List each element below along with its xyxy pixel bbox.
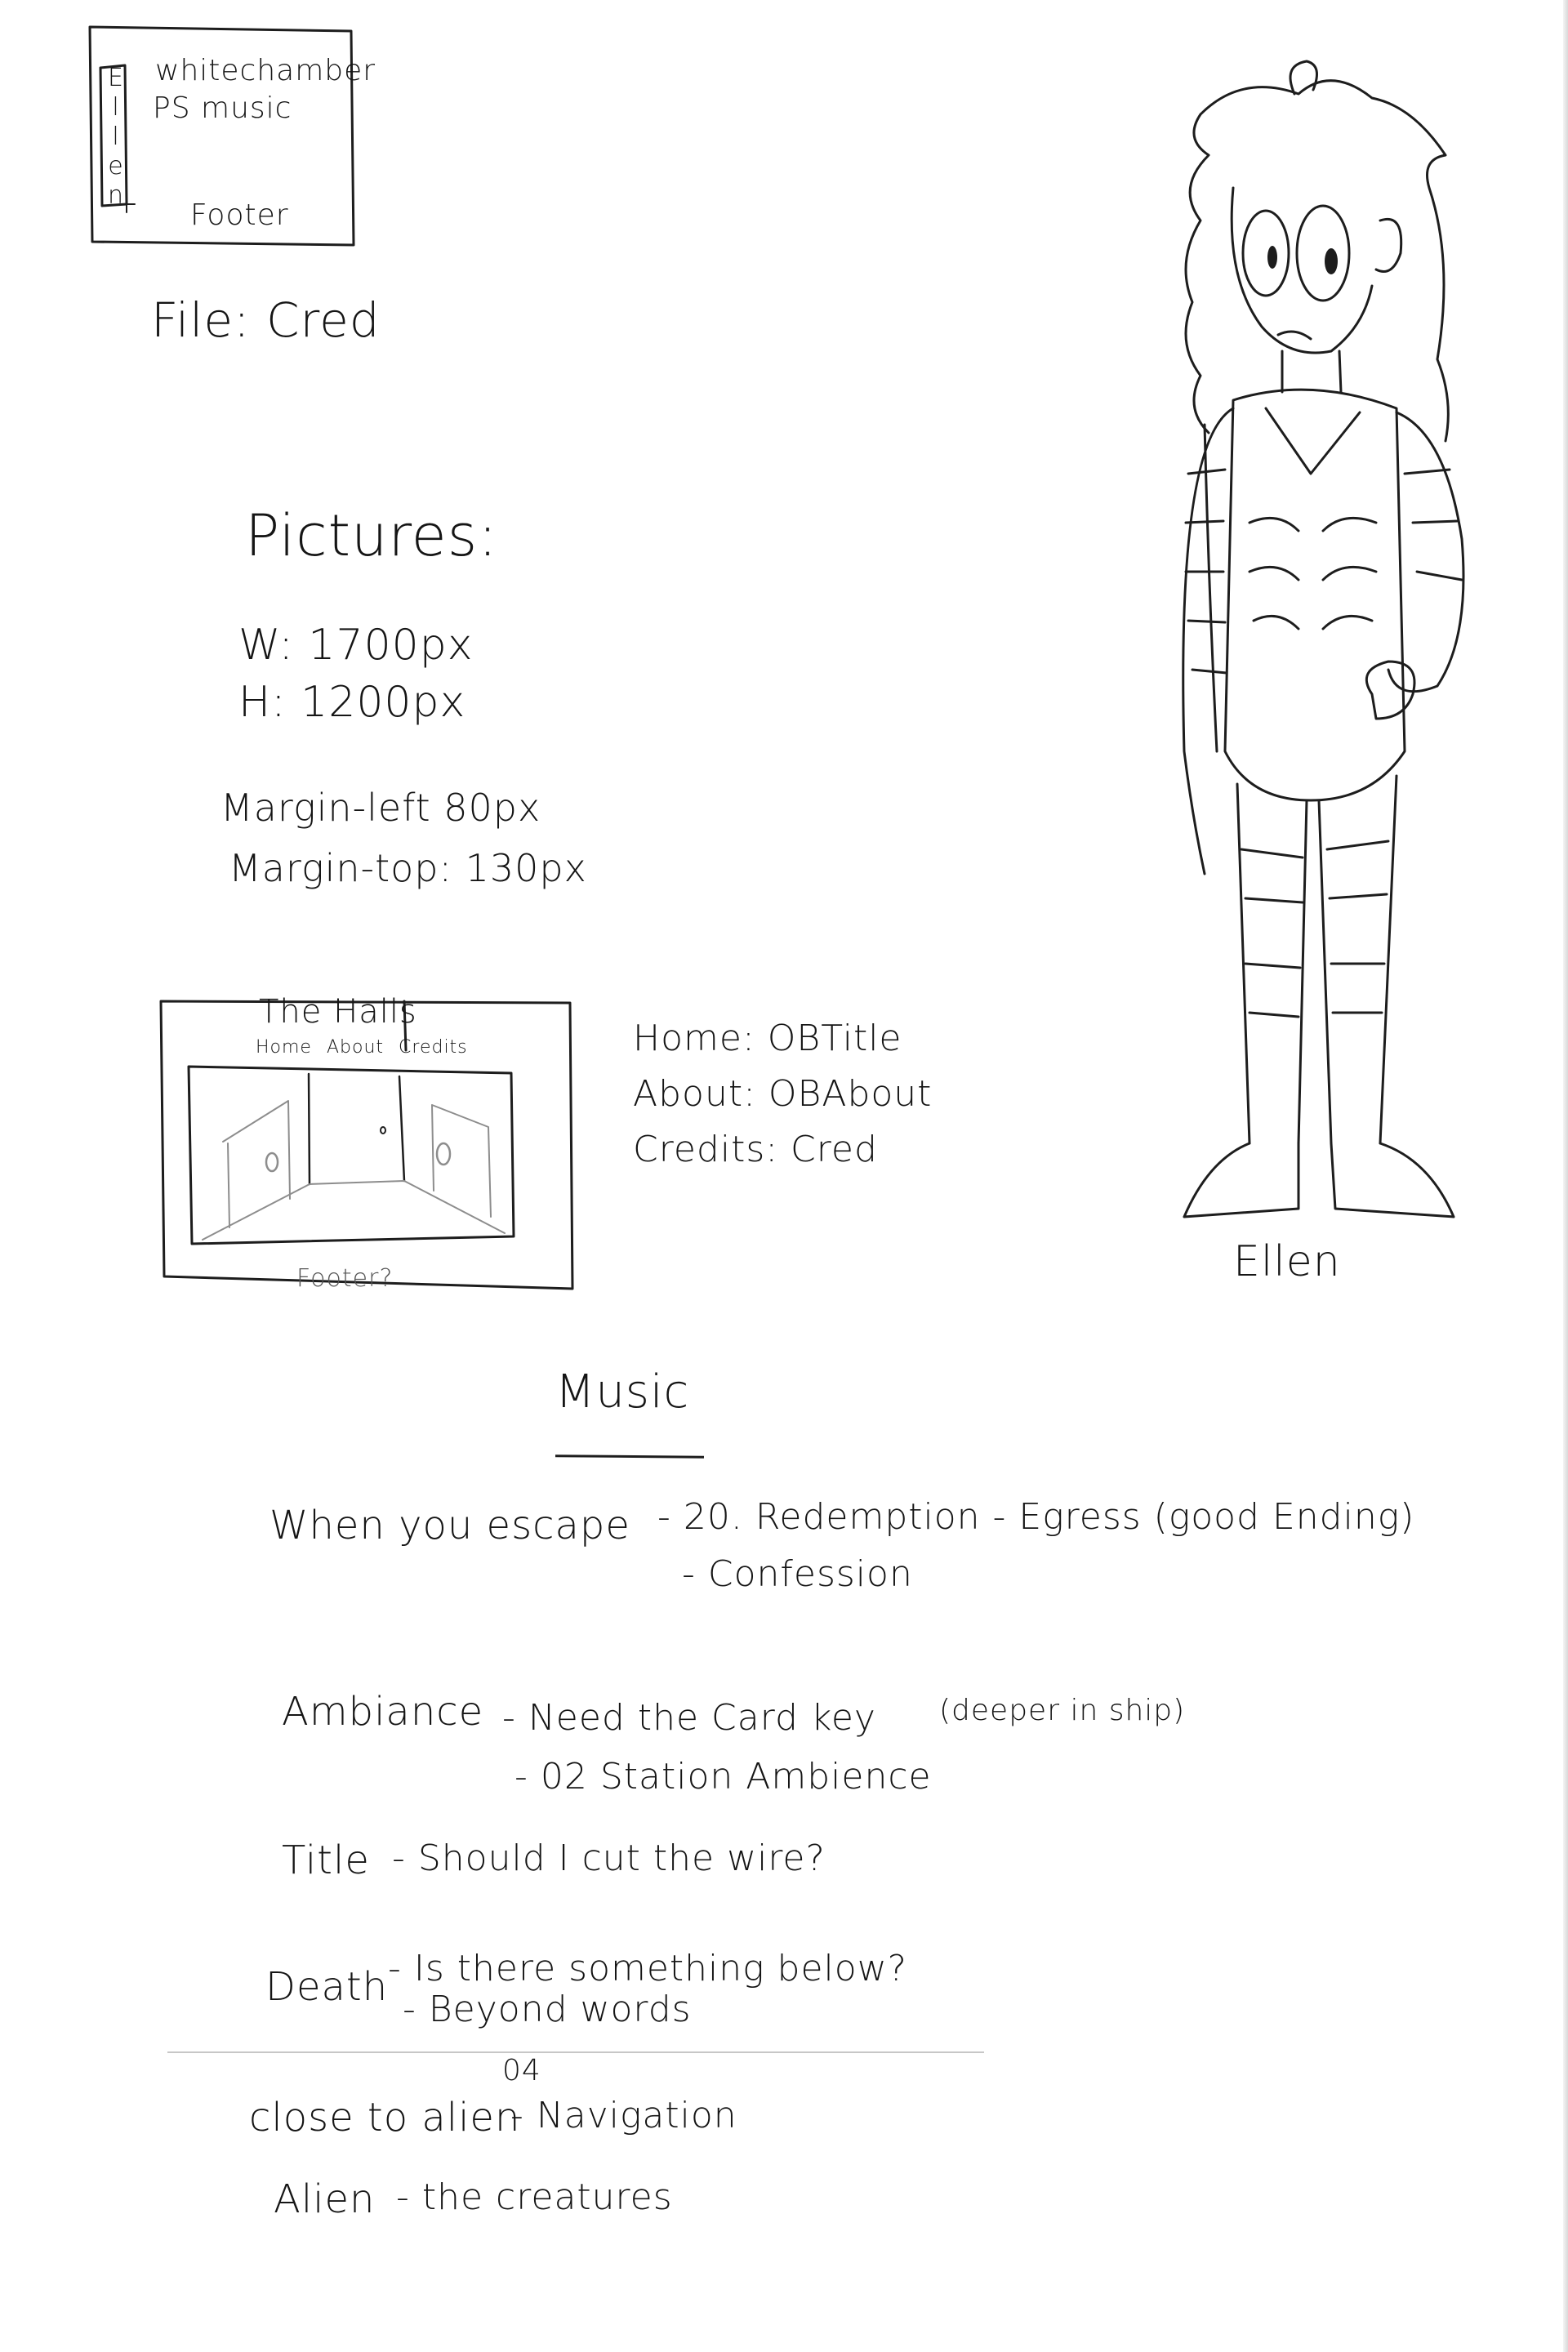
content-line-ps-music: PS music: [153, 91, 292, 125]
music-heading: Music: [555, 1365, 690, 1419]
footer-label: Footer?: [296, 1264, 394, 1293]
music-track: - 02 Station Ambience: [514, 1756, 932, 1797]
nav-bar: Home About Credits: [256, 1037, 468, 1058]
pencil-divider: [167, 2051, 984, 2053]
music-category: Title: [282, 1838, 370, 1883]
music-category: Ambiance: [282, 1689, 484, 1735]
music-track: - Beyond words: [403, 1989, 692, 2030]
sidebar-label: Ellen: [101, 64, 130, 211]
footer-label: Footer: [190, 198, 289, 232]
file-note: File: Cred: [151, 292, 381, 348]
music-track: - Should I cut the wire?: [392, 1838, 826, 1879]
nav-credits[interactable]: Credits: [399, 1037, 468, 1058]
music-track: - Is there something below?: [388, 1948, 908, 1989]
music-category: Death: [265, 1964, 389, 2010]
ellen-figure: [1182, 60, 1465, 1218]
link-home: Home: OBTitle: [633, 1018, 902, 1059]
credits-wireframe: Ellen whitechamber PS music Footer: [86, 23, 375, 252]
pictures-heading: Pictures:: [245, 502, 498, 569]
music-note: (deeper in ship): [939, 1694, 1186, 1727]
music-heading-underline: [555, 1454, 705, 1459]
credits-wireframe-frame: [88, 25, 355, 247]
hallway-sketch: [159, 1000, 574, 1290]
track-number-marker: 04: [502, 2054, 541, 2087]
music-category: When you escape: [270, 1503, 630, 1548]
music-track: - the creatures: [396, 2176, 673, 2218]
site-title: The Halls: [259, 993, 417, 1031]
music-category: close to alien: [249, 2095, 521, 2140]
music-track: - Navigation: [510, 2095, 737, 2136]
picture-margin-top: Margin-top: 130px: [229, 846, 587, 890]
link-mapping: Home: OBTitle About: OBAbout Credits: Cr…: [633, 1011, 932, 1178]
picture-width: W: 1700px: [238, 621, 474, 670]
music-track: - 20. Redemption - Egress (good Ending): [657, 1496, 1415, 1538]
content-line-whitechamber: whitechamber: [155, 54, 376, 87]
link-about: About: OBAbout: [633, 1073, 933, 1115]
nav-home[interactable]: Home: [256, 1037, 312, 1058]
character-drawing: [1127, 16, 1494, 1241]
nav-about[interactable]: About: [326, 1037, 385, 1058]
home-wireframe: The Halls Home About Credits Footer?: [158, 993, 574, 1294]
link-credits: Credits: Cred: [633, 1129, 878, 1170]
picture-height: H: 1200px: [238, 678, 466, 727]
music-track: - Need the Card key: [502, 1697, 876, 1739]
music-track: - Confession: [682, 1553, 913, 1595]
picture-margin-left: Margin-left 80px: [220, 786, 541, 830]
music-category: Alien: [274, 2176, 376, 2222]
character-name: Ellen: [1233, 1237, 1341, 1286]
paper-edge: [1563, 0, 1568, 2352]
